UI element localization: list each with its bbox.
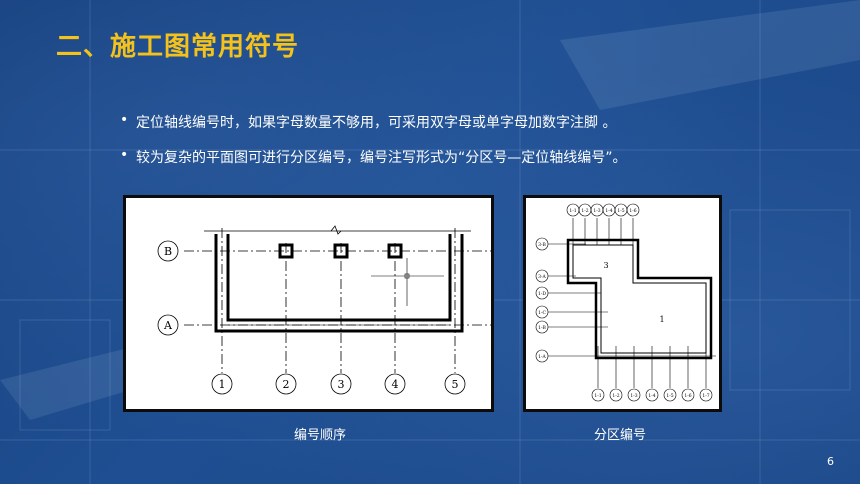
numbering-order-drawing: B A 1 2 3 4 5 (157, 225, 491, 395)
zone-axis-label-left: 1-A (538, 354, 546, 360)
axis-label-col: 4 (392, 378, 399, 391)
zone-axis-label-top: 1-4 (605, 208, 612, 214)
axis-label-row: A (163, 319, 173, 332)
figure-caption-zone-numbering: 分区编号 (593, 428, 646, 443)
page-number: 6 (827, 455, 834, 468)
zone-axis-label-bottom: 1-7 (702, 393, 709, 399)
zone-axis-label-left: 3-A (538, 274, 546, 280)
numbering-order-figure: B A 1 2 3 4 5 (123, 195, 494, 412)
zone-axis-label-top: 1-1 (569, 208, 576, 214)
zone-axis-label-left: 1-C (538, 310, 546, 316)
bullet-list: 定位轴线编号时，如果字母数量不够用，可采用双字母或单字母加数字注脚 。 较为复杂… (120, 112, 627, 182)
zone-axis-label-bottom: 1-3 (630, 393, 637, 399)
axis-label-col: 1 (219, 378, 226, 391)
zone-label: 1 (659, 315, 664, 324)
axis-label-col: 3 (338, 378, 345, 391)
zone-axis-label-top: 1-6 (629, 208, 636, 214)
axis-label-col: 2 (283, 378, 290, 391)
zone-label: 3 (603, 261, 608, 270)
zone-axis-label-left: 3-B (538, 242, 546, 248)
axis-label-col: 5 (452, 378, 459, 391)
zone-numbering-drawing: 1-1 1-2 1-3 1-4 1-5 1-6 3-B 3-A 1-D 1-C … (535, 203, 716, 402)
zone-axis-label-top: 1-2 (581, 208, 588, 214)
zone-axis-label-bottom: 1-4 (648, 393, 655, 399)
bullet-item: 定位轴线编号时，如果字母数量不够用，可采用双字母或单字母加数字注脚 。 (120, 112, 627, 132)
slide-title: 二、施工图常用符号 (56, 32, 300, 62)
figure-caption-numbering-order: 编号顺序 (293, 428, 346, 443)
axis-label-row: B (164, 245, 172, 258)
zone-axis-label-left: 1-D (538, 291, 546, 297)
zone-axis-label-bottom: 1-1 (594, 393, 601, 399)
zone-axis-label-bottom: 1-6 (684, 393, 691, 399)
zone-axis-label-bottom: 1-2 (612, 393, 619, 399)
zone-axis-label-top: 1-3 (593, 208, 600, 214)
zone-numbering-figure: 1-1 1-2 1-3 1-4 1-5 1-6 3-B 3-A 1-D 1-C … (523, 195, 722, 412)
zone-axis-label-top: 1-5 (617, 208, 624, 214)
bullet-item: 较为复杂的平面图可进行分区编号，编号注写形式为“分区号—定位轴线编号”。 (120, 147, 627, 167)
zone-axis-label-bottom: 1-5 (666, 393, 673, 399)
zone-axis-label-left: 1-B (538, 325, 546, 331)
